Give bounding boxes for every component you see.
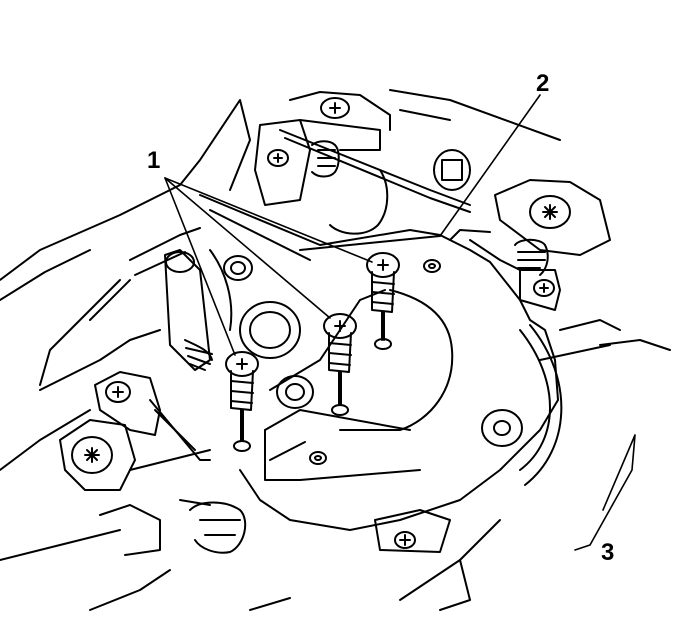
callout-label-1: 1 (147, 147, 161, 174)
bottom-bracket (375, 510, 450, 552)
left-bracket-upper (95, 372, 210, 460)
screw-2 (324, 314, 356, 415)
right-bracket (470, 180, 610, 310)
bottom-left-clip (100, 500, 245, 555)
left-bracket-lower (60, 420, 210, 490)
outer-housing (0, 100, 670, 610)
callout-label-3: 3 (601, 539, 615, 566)
left-spring-pin (165, 250, 231, 370)
leader-line-1 (165, 178, 372, 355)
top-connector-bracket (255, 90, 560, 234)
center-hub (224, 256, 522, 480)
screw-1 (367, 253, 399, 349)
leader-line-2 (440, 95, 540, 236)
leader-line-3 (575, 435, 635, 550)
screw-3 (226, 352, 258, 451)
callout-label-2: 2 (536, 70, 550, 97)
